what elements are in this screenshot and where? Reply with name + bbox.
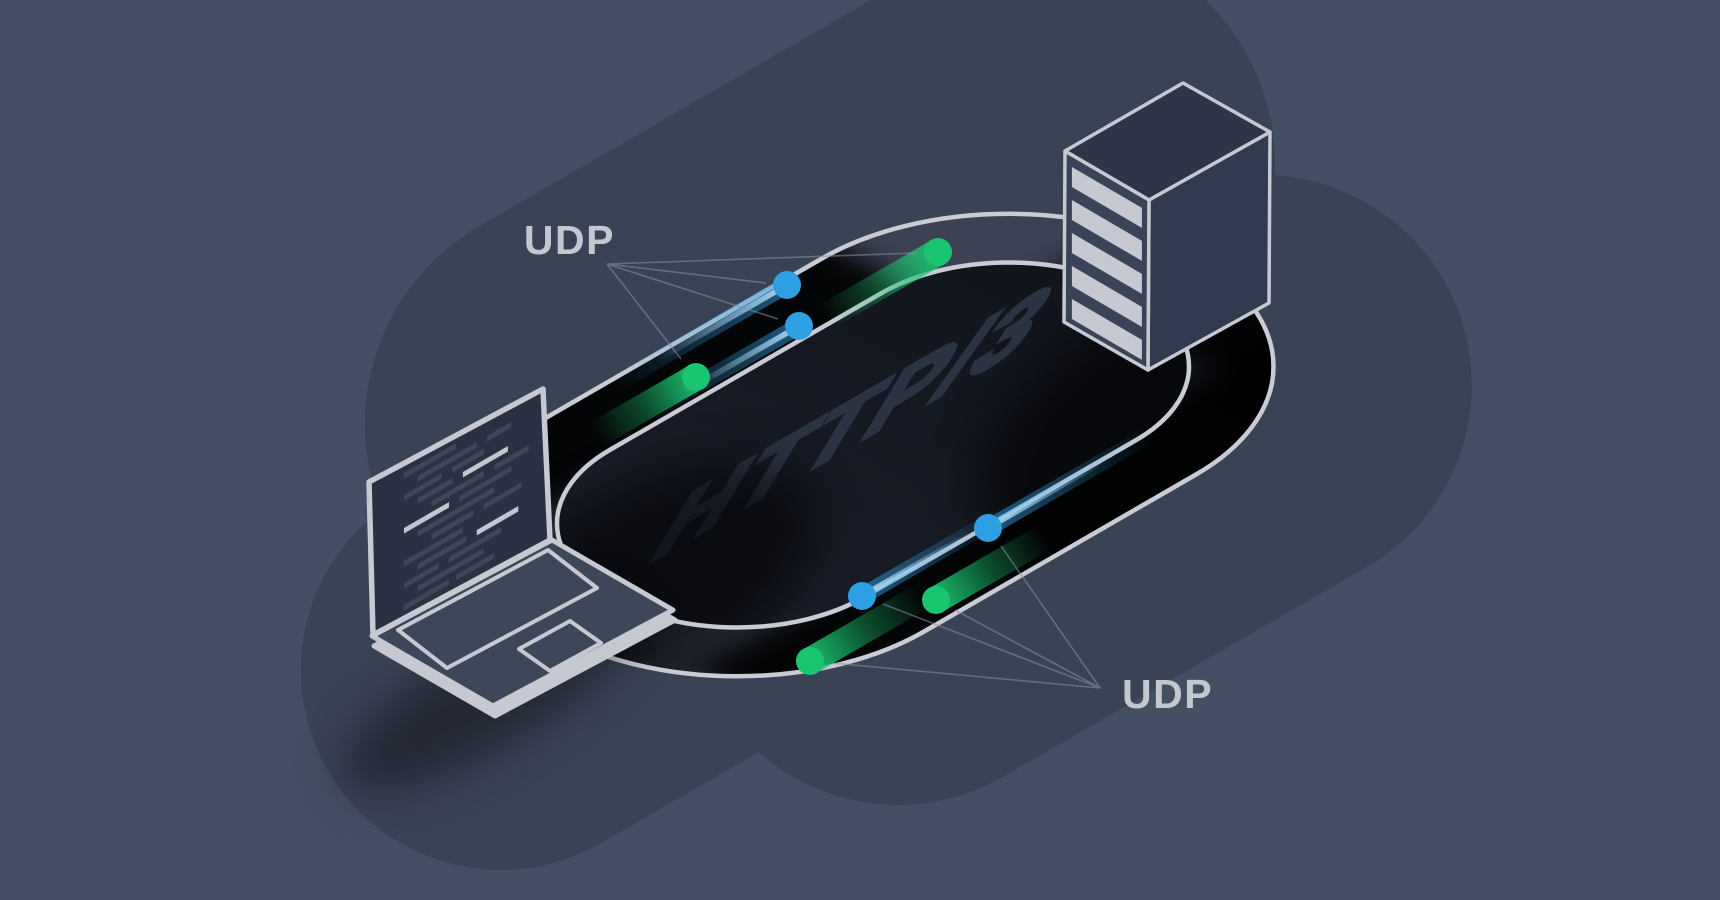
packet-dot xyxy=(773,271,801,299)
server-rack-icon xyxy=(1062,81,1272,372)
laptop-trackpad xyxy=(517,619,603,673)
packet-dot xyxy=(785,312,813,340)
packet-dot xyxy=(682,363,710,391)
packet-dot xyxy=(848,582,876,610)
udp-callout-bottom: UDP xyxy=(831,545,1213,717)
packet-dot xyxy=(922,586,950,614)
laptop-code-lines xyxy=(404,422,529,611)
laptop-keyboard xyxy=(396,548,599,670)
pointer-lines-bottom xyxy=(831,545,1101,689)
udp-label-top: UDP xyxy=(524,217,615,263)
server-rack-slots xyxy=(1071,167,1142,360)
request-lane-packets xyxy=(589,238,952,447)
packet-dot xyxy=(796,647,824,675)
response-lane-packets xyxy=(796,425,1157,675)
udp-label-bottom: UDP xyxy=(1122,671,1213,717)
laptop-icon xyxy=(340,386,678,791)
udp-callout-top: UDP xyxy=(524,217,917,360)
packet-dot xyxy=(924,238,952,266)
pointer-lines-top xyxy=(606,252,917,360)
